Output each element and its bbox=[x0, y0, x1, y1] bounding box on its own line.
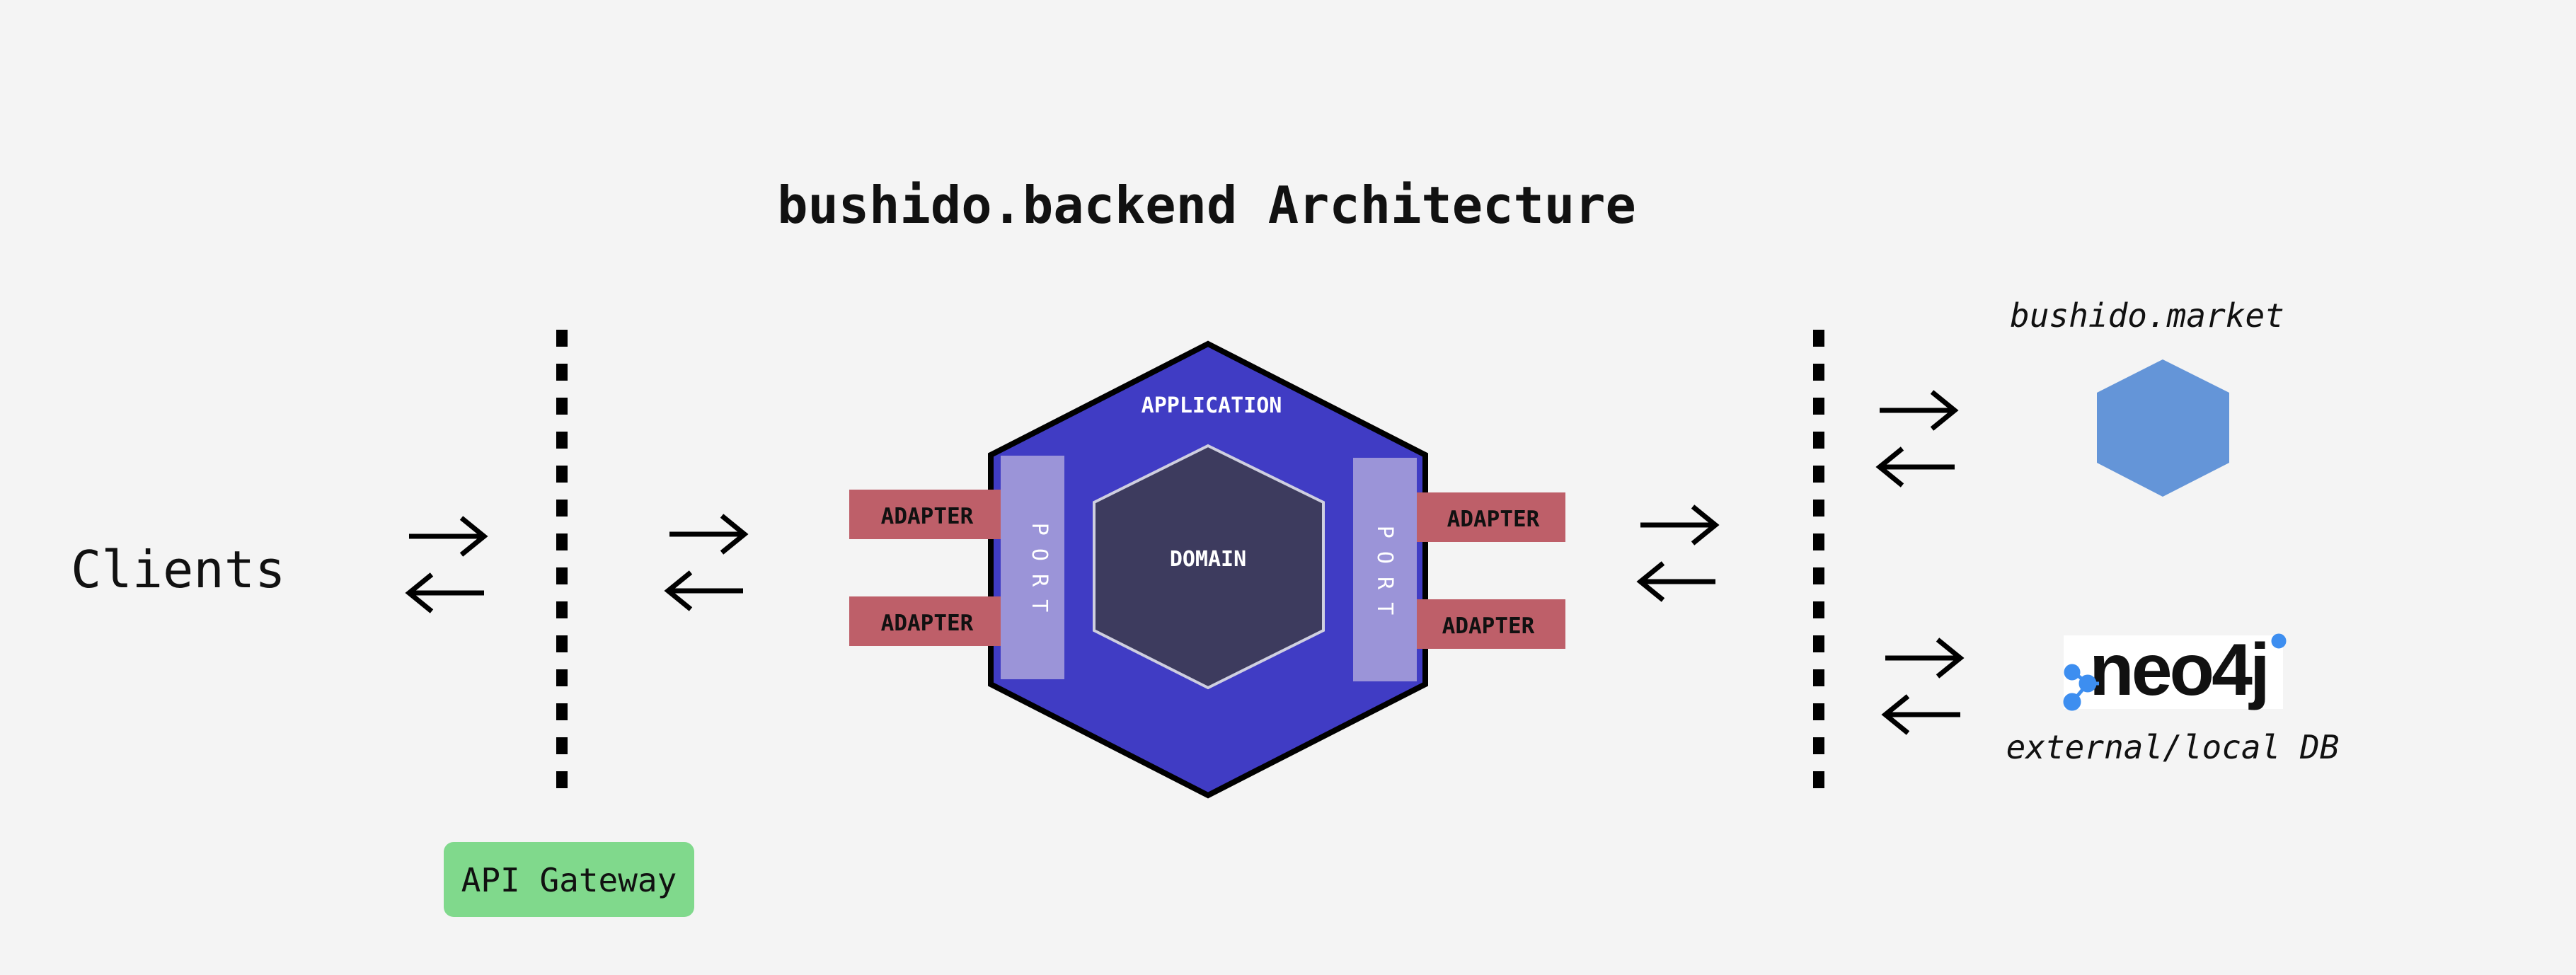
left-adapter-bottom: ADAPTER bbox=[849, 596, 1001, 646]
api-gateway: API Gateway bbox=[444, 842, 694, 917]
adapter-label: ADAPTER bbox=[1447, 507, 1540, 532]
domain-label: DOMAIN bbox=[1170, 547, 1246, 572]
arrow-right-icon bbox=[1885, 638, 1965, 679]
left-adapter-top: ADAPTER bbox=[849, 490, 1001, 539]
arrow-right-icon bbox=[669, 514, 749, 555]
arrow-left-icon bbox=[405, 572, 484, 613]
adapter-label: ADAPTER bbox=[1442, 613, 1535, 639]
arrow-right-icon bbox=[1880, 390, 1959, 431]
right-port-label: P O R T bbox=[1372, 526, 1397, 615]
arrow-right-icon bbox=[1640, 504, 1720, 546]
api-gateway-label: API Gateway bbox=[461, 861, 677, 899]
arrow-right-icon bbox=[409, 516, 488, 557]
arrow-pair-db bbox=[1881, 638, 1965, 735]
application-label: APPLICATION bbox=[1142, 393, 1282, 418]
neo4j-logo-text: neo4j bbox=[2089, 629, 2267, 711]
arrow-left-icon bbox=[664, 570, 743, 611]
adapter-label: ADAPTER bbox=[881, 504, 974, 529]
arrow-left-icon bbox=[1881, 694, 1960, 735]
market-label: bushido.market bbox=[2010, 296, 2284, 335]
right-adapter-bottom: ADAPTER bbox=[1417, 599, 1565, 649]
arrow-pair-market bbox=[1875, 390, 1959, 487]
left-port: P O R T bbox=[1001, 456, 1064, 679]
diagram-title: bushido.backend Architecture bbox=[777, 175, 1636, 235]
arrow-pair-clients bbox=[405, 516, 488, 613]
arrow-pair-app-out bbox=[1636, 504, 1720, 602]
right-port: P O R T bbox=[1353, 458, 1417, 681]
neo4j-logo-icon: neo4j bbox=[2063, 629, 2287, 711]
domain-hexagon: DOMAIN bbox=[1093, 444, 1325, 690]
clients-label: Clients bbox=[71, 540, 285, 599]
right-adapter-top: ADAPTER bbox=[1417, 492, 1565, 542]
arrow-pair-gateway bbox=[664, 514, 749, 611]
adapter-label: ADAPTER bbox=[881, 611, 974, 636]
arrow-left-icon bbox=[1875, 446, 1955, 487]
db-label: external/local DB bbox=[2006, 728, 2340, 766]
market-hexagon bbox=[2097, 359, 2229, 497]
arrow-left-icon bbox=[1636, 561, 1715, 602]
left-port-label: P O R T bbox=[1027, 523, 1052, 612]
